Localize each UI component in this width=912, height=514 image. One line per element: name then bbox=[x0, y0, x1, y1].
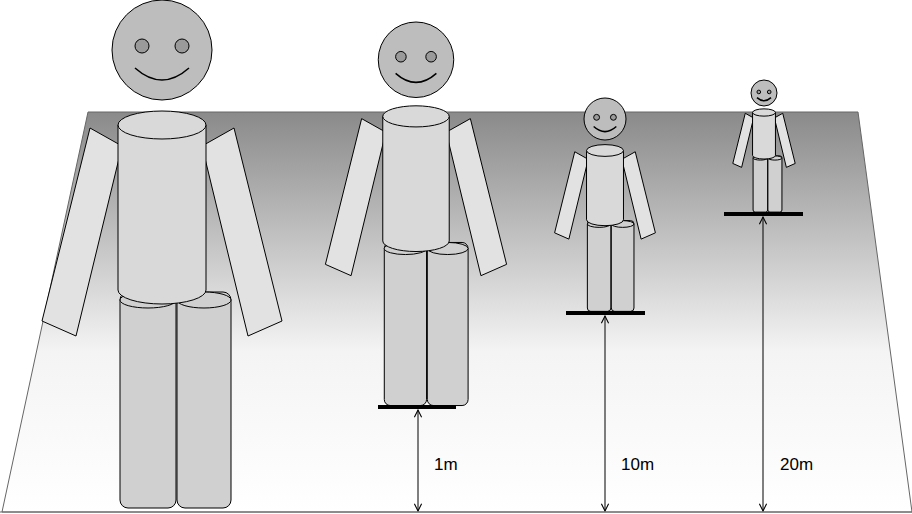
figure-1m bbox=[325, 22, 506, 406]
distance-arrow bbox=[763, 217, 764, 511]
ground-bar bbox=[566, 311, 645, 315]
figure-10m bbox=[555, 98, 656, 311]
distance-label: 10m bbox=[621, 456, 654, 473]
distance-label: 1m bbox=[434, 456, 458, 473]
ground-bar bbox=[724, 212, 803, 216]
ground-edge bbox=[0, 512, 912, 513]
figure-20m bbox=[733, 80, 795, 212]
ground-bar bbox=[378, 405, 456, 409]
near-figure bbox=[42, 0, 282, 508]
distance-arrow bbox=[605, 316, 606, 511]
distance-arrow bbox=[418, 410, 419, 511]
distance-label: 20m bbox=[780, 456, 813, 473]
